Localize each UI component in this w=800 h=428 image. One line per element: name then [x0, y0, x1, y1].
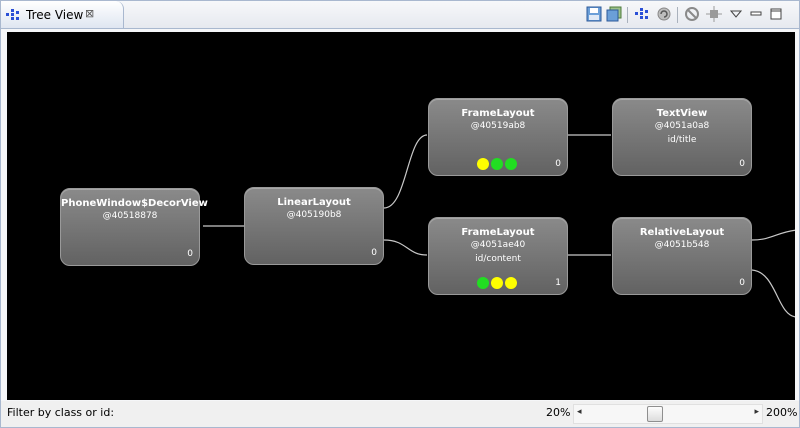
node-count: 0: [555, 159, 561, 169]
node-relativelayout[interactable]: RelativeLayout @4051b548 0: [612, 217, 752, 295]
edge-relative-out1: [751, 229, 795, 241]
node-hash: @4051ae40: [470, 240, 526, 250]
node-count: 0: [187, 249, 193, 259]
maximize-icon[interactable]: [767, 5, 785, 23]
view-toolbar: [585, 5, 795, 25]
slider-left-arrow-icon[interactable]: ◂: [577, 407, 582, 417]
node-title: LinearLayout: [277, 197, 351, 208]
node-count: 0: [739, 278, 745, 288]
view-menu-icon[interactable]: [727, 5, 745, 23]
node-title: FrameLayout: [461, 227, 535, 238]
node-id: id/content: [475, 254, 521, 264]
filter-input[interactable]: [111, 404, 543, 424]
node-title: TextView: [656, 108, 708, 119]
node-hash: @40519ab8: [470, 121, 526, 131]
profile-indicator-dot: [505, 158, 517, 170]
slider-right-arrow-icon[interactable]: ▸: [754, 407, 759, 417]
node-framelayout-2[interactable]: FrameLayout @4051ae40 id/content 1: [428, 217, 568, 295]
node-framelayout-1[interactable]: FrameLayout @40519ab8 0: [428, 98, 568, 176]
profile-indicator-dot: [491, 277, 503, 289]
node-phonewindow-decorview[interactable]: PhoneWindow$DecorView @40518878 0: [60, 188, 208, 266]
filter-label: Filter by class or id:: [7, 406, 115, 419]
tab-title: Tree View: [26, 8, 84, 22]
zoom-min-label: 20%: [546, 406, 571, 419]
load-overlay-icon[interactable]: [633, 5, 651, 23]
profile-indicators: [477, 277, 517, 290]
zoom-slider[interactable]: ◂ ▸: [573, 404, 763, 424]
edge-linear-frame2: [383, 239, 428, 256]
tab-bar: Tree View ⊠: [1, 1, 799, 29]
node-hash: @4051a0a8: [654, 121, 710, 131]
tree-view-icon: [6, 8, 20, 22]
zoom-max-label: 200%: [766, 406, 798, 419]
save-tree-icon[interactable]: [585, 5, 603, 23]
edge-relative-out2: [751, 269, 795, 318]
node-textview[interactable]: TextView @4051a0a8 id/title 0: [612, 98, 752, 176]
tab-tree-view[interactable]: Tree View ⊠: [1, 1, 124, 28]
tree-canvas[interactable]: PhoneWindow$DecorView @40518878 0 Linear…: [7, 32, 795, 400]
node-title: RelativeLayout: [639, 227, 725, 238]
profile-indicator-dot: [491, 158, 503, 170]
profile-indicator-dot: [505, 277, 517, 289]
node-hash: @40518878: [102, 211, 158, 221]
minimize-icon[interactable]: [747, 5, 765, 23]
invalidate-icon[interactable]: [683, 5, 701, 23]
edge-linear-frame1: [383, 134, 428, 209]
node-title: PhoneWindow$DecorView: [61, 198, 208, 209]
node-hash: @405190b8: [286, 210, 342, 220]
close-icon[interactable]: ⊠: [85, 7, 95, 20]
request-layout-icon[interactable]: [705, 5, 723, 23]
status-bar: Filter by class or id: 20% ◂ ▸ 200%: [1, 401, 799, 427]
node-id: id/title: [667, 135, 697, 145]
node-count: 0: [739, 159, 745, 169]
profile-indicator-dot: [477, 158, 489, 170]
node-title: FrameLayout: [461, 108, 535, 119]
node-count: 0: [371, 248, 377, 258]
refresh-icon[interactable]: [655, 5, 673, 23]
node-hash: @4051b548: [654, 240, 710, 250]
node-count: 1: [555, 278, 561, 288]
edge-group: [203, 134, 795, 318]
capture-layers-icon[interactable]: [605, 5, 623, 23]
profile-indicators: [477, 158, 517, 171]
tree-edges: [203, 134, 795, 318]
zoom-slider-thumb[interactable]: [647, 406, 664, 422]
node-linearlayout[interactable]: LinearLayout @405190b8 0: [244, 187, 384, 265]
profile-indicator-dot: [477, 277, 489, 289]
